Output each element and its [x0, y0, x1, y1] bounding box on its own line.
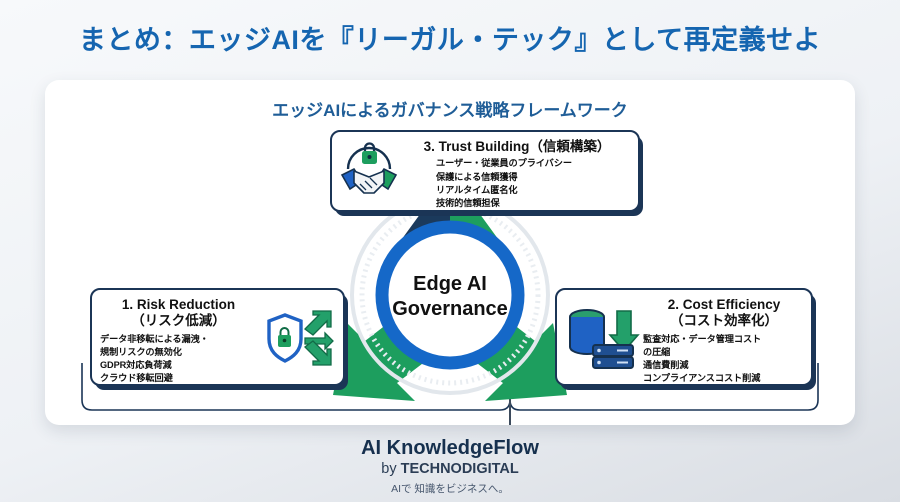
footer-tagline: AIで 知識をビジネスへ。 — [391, 483, 509, 495]
node-trust-heading: 3. Trust Building（信頼構築） — [423, 139, 611, 154]
node-cost-body: 監査対応・データ管理コスト の圧縮 通信費削減 コンプライアンスコスト削減 — [643, 333, 762, 384]
node-cost-heading-jp: （コスト効率化） — [670, 313, 778, 329]
card-subtitle: エッジAIによるガバナンス戦略フレームワーク — [272, 101, 628, 120]
framework-card: エッジAIによるガバナンス戦略フレームワーク — [45, 80, 855, 425]
hub-line-2: Governance — [392, 298, 508, 320]
node-risk-heading-jp: （リスク低減） — [131, 313, 226, 329]
node-risk-reduction[interactable]: 1. Risk Reduction （リスク低減） データ非移転による漏洩・ 規… — [90, 288, 345, 386]
database-download-icon — [565, 305, 641, 376]
governance-hub: Edge AI Governance — [333, 173, 567, 401]
node-risk-body: データ非移転による漏洩・ 規制リスクの無効化 GDPR対応負荷減 クラウド移転回… — [100, 333, 209, 384]
handshake-lock-icon — [338, 139, 400, 204]
page-title: まとめ：エッジAIを『リーガル・テック』として再定義せよ — [78, 25, 822, 55]
node-risk-heading-en: 1. Risk Reduction — [121, 297, 236, 312]
footer-by: by TECHNODIGITAL — [0, 461, 900, 477]
shield-lock-arrows-icon — [263, 309, 335, 372]
hub-line-1: Edge AI — [413, 273, 487, 295]
node-cost-efficiency[interactable]: 2. Cost Efficiency （コスト効率化） 監査対応・データ管理コス… — [555, 288, 813, 386]
node-trust-building[interactable]: 3. Trust Building（信頼構築） ユーザー・従業員のプライバシー … — [330, 130, 640, 212]
node-cost-heading-en: 2. Cost Efficiency — [667, 297, 781, 312]
footer-by-prefix: by — [381, 461, 401, 477]
node-trust-body: ユーザー・従業員のプライバシー 保護による信頼獲得 リアルタイム匿名化 技術的信… — [436, 158, 572, 208]
footer-brand: AI KnowledgeFlow — [361, 437, 539, 459]
footer-by-name: TECHNODIGITAL — [400, 461, 519, 477]
